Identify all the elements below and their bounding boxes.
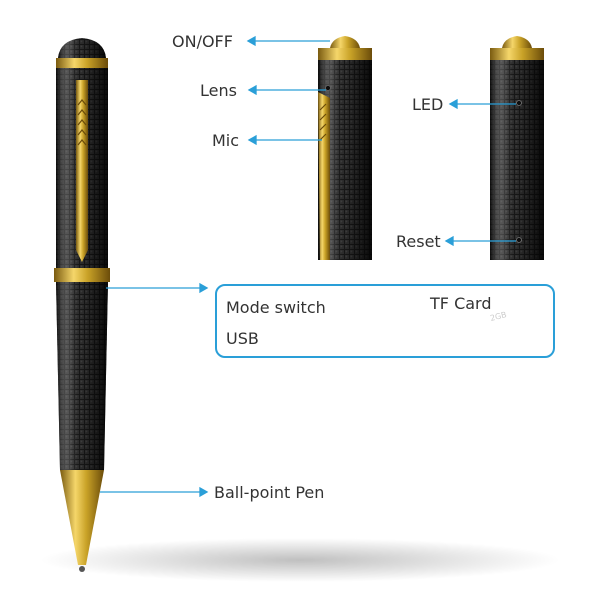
main-pen: [54, 38, 110, 572]
label-mode-switch: Mode switch: [226, 298, 326, 317]
top-gold-ring: [56, 58, 108, 68]
floor-shadow: [40, 538, 560, 582]
pen-top-closeup: [318, 36, 372, 260]
pen-clip: [76, 80, 88, 262]
middle-gold-ring: [54, 268, 110, 282]
pen-back-closeup: [490, 36, 544, 260]
label-mic: Mic: [212, 131, 240, 150]
label-usb: USB: [226, 329, 259, 348]
label-tf-card: TF Card: [430, 294, 492, 313]
callout-lines: [100, 35, 516, 498]
label-lens: Lens: [200, 81, 237, 100]
pen-tip: [60, 470, 104, 565]
label-on-off: ON/OFF: [172, 32, 233, 51]
reset-hole: [516, 237, 522, 243]
label-reset: Reset: [396, 232, 441, 251]
label-led: LED: [412, 95, 444, 114]
led-hole: [516, 100, 522, 106]
usb-tf-inset-frame: [215, 284, 555, 358]
label-ballpoint-pen: Ball-point Pen: [214, 483, 325, 502]
